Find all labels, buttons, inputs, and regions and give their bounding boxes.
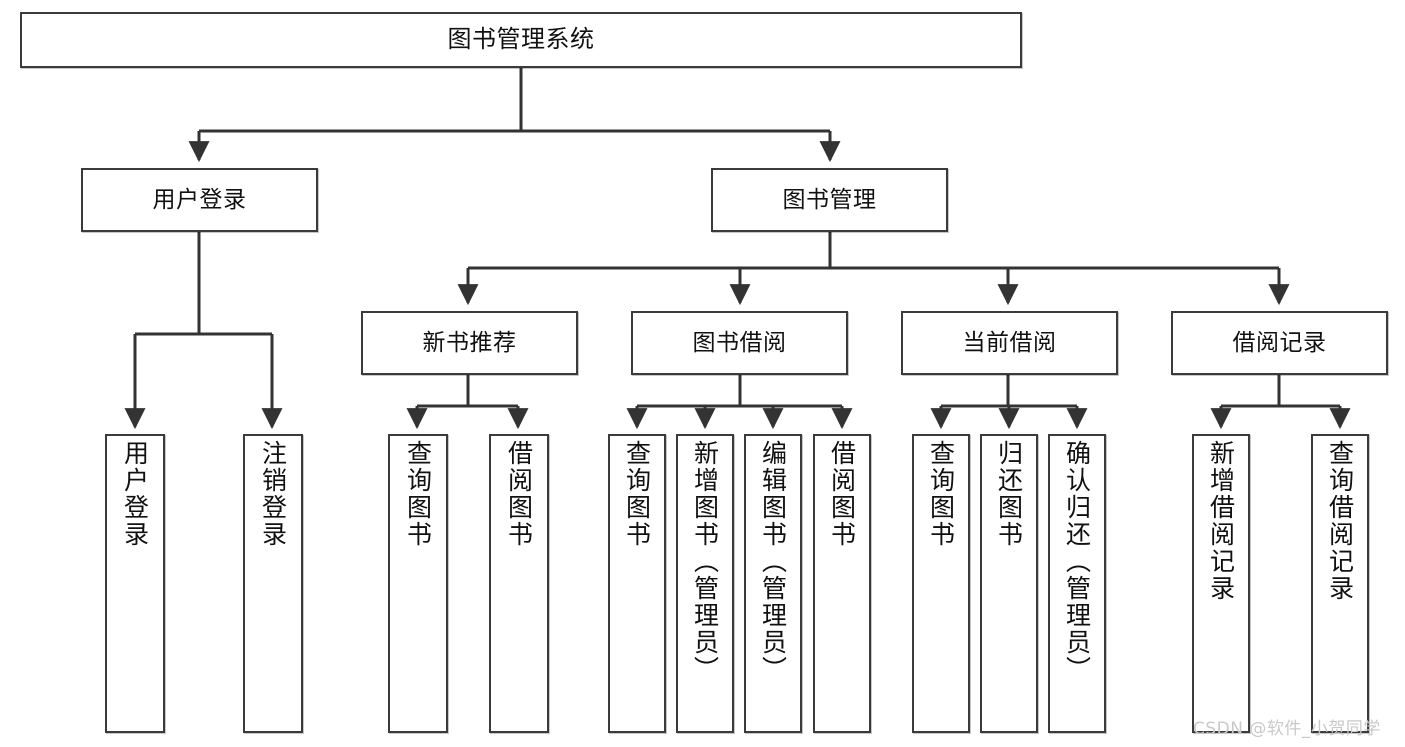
node-book-borrow[interactable]: 图书借阅 [631,311,848,375]
node-label: 图书管理系统 [447,25,595,54]
node-label: 注销登录 [258,440,288,548]
node-label: 新增借阅记录 [1206,440,1236,602]
leaf-borrow-record-add[interactable]: 新增借阅记录 [1192,434,1250,733]
node-label: 用户登录 [120,440,150,548]
node-label: 查询图书 [622,440,652,548]
node-label: 新增图书（管理员） [690,440,720,683]
node-label: 编辑图书（管理员） [758,440,788,683]
leaf-book-borrow-add[interactable]: 新增图书（管理员） [676,434,734,733]
leaf-borrow-record-query[interactable]: 查询借阅记录 [1311,434,1369,733]
node-new-book-recommend[interactable]: 新书推荐 [361,311,578,375]
leaf-user-login-login[interactable]: 用户登录 [105,434,165,733]
node-root-system[interactable]: 图书管理系统 [20,12,1022,68]
leaf-book-borrow-borrow[interactable]: 借阅图书 [813,434,871,733]
node-current-borrow[interactable]: 当前借阅 [901,311,1118,375]
node-label: 查询借阅记录 [1325,440,1355,602]
node-label: 借阅图书 [827,440,857,548]
leaf-current-borrow-query[interactable]: 查询图书 [912,434,970,733]
node-book-management[interactable]: 图书管理 [711,168,948,232]
leaf-current-borrow-return[interactable]: 归还图书 [980,434,1038,733]
node-user-login[interactable]: 用户登录 [81,168,318,232]
node-label: 归还图书 [994,440,1024,548]
leaf-new-book-query[interactable]: 查询图书 [388,434,448,733]
node-label: 借阅图书 [504,440,534,548]
csdn-watermark: CSDN @软件_小贺同学 [1193,719,1381,739]
node-borrow-record[interactable]: 借阅记录 [1171,311,1388,375]
leaf-current-borrow-confirm-return[interactable]: 确认归还（管理员） [1048,434,1106,733]
node-label: 查询图书 [403,440,433,548]
leaf-book-borrow-query[interactable]: 查询图书 [608,434,666,733]
node-label: 图书管理 [782,186,877,213]
leaf-user-login-logout[interactable]: 注销登录 [243,434,303,733]
node-label: 查询图书 [926,440,956,548]
node-label: 新书推荐 [422,329,517,356]
node-label: 用户登录 [152,186,247,213]
node-label: 确认归还（管理员） [1062,440,1092,683]
node-label: 借阅记录 [1232,329,1327,356]
node-label: 图书借阅 [692,329,787,356]
node-label: 当前借阅 [962,329,1057,356]
leaf-book-borrow-edit[interactable]: 编辑图书（管理员） [744,434,802,733]
leaf-new-book-borrow[interactable]: 借阅图书 [489,434,549,733]
